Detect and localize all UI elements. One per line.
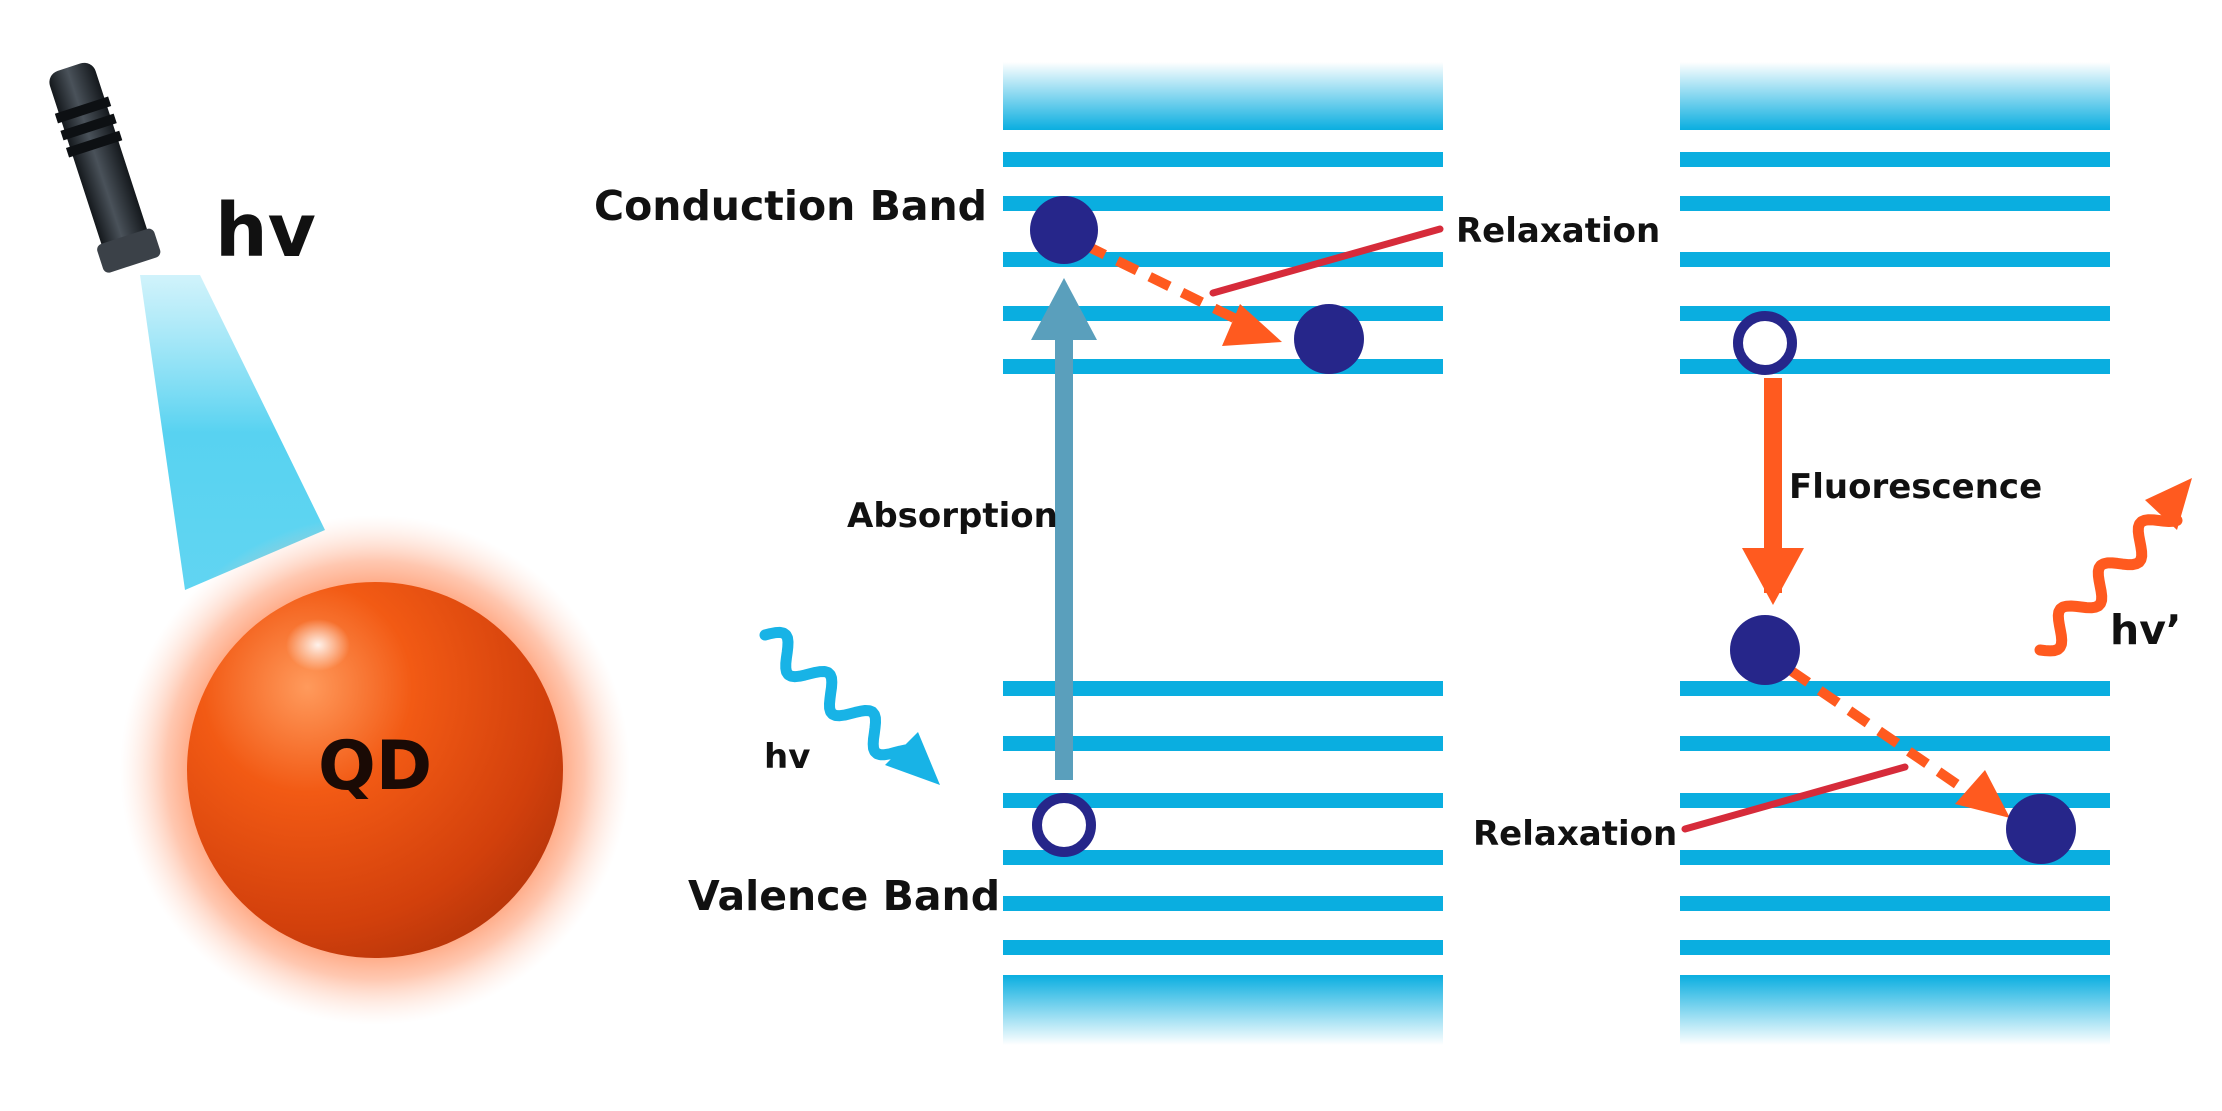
- valence-band-label: Valence Band: [688, 872, 1001, 920]
- valence-level-right-5: [1680, 896, 2110, 911]
- flashlight-ring-1: [54, 96, 112, 124]
- hv-emitted-label: hv’: [2110, 606, 2182, 654]
- band-edge-bottom-right: [1680, 975, 2110, 1045]
- relaxation-pointer-bottom: [1681, 763, 1909, 833]
- electron-relaxed: [1294, 304, 1364, 374]
- fluorescence-arrow-head: [1742, 548, 1804, 605]
- photon-wave-icon: [759, 626, 920, 761]
- relaxation-bottom-label: Relaxation: [1473, 814, 1678, 854]
- hv-top-label: hv: [215, 188, 316, 274]
- electron-after-emission: [1730, 615, 1800, 685]
- fluorescence-arrow-shaft: [1764, 378, 1782, 593]
- absorption-label: Absorption: [847, 496, 1058, 536]
- hv-incoming-label: hv: [764, 737, 811, 777]
- valence-level-right-4: [1680, 850, 2110, 865]
- conduction-band-label: Conduction Band: [594, 182, 988, 230]
- band-edge-bottom-left: [1003, 975, 1443, 1045]
- valence-level-left-1: [1003, 681, 1443, 696]
- relaxation-arrowhead-bottom: [1955, 770, 2010, 818]
- relaxation-path-bottom: [1787, 665, 1983, 805]
- absorption-arrow-head: [1031, 278, 1097, 340]
- flashlight-ring-3: [65, 130, 123, 158]
- valence-level-right-6: [1680, 940, 2110, 955]
- qd-highlight: [286, 619, 350, 671]
- relaxation-top-label: Relaxation: [1456, 211, 1661, 251]
- valence-level-left-4: [1003, 850, 1443, 865]
- conduction-level-right-3: [1680, 252, 2110, 267]
- emitted-photon-arrowhead: [2145, 478, 2192, 530]
- valence-level-left-2: [1003, 736, 1443, 751]
- absorption-arrow-shaft: [1055, 330, 1073, 780]
- relaxation-path-top: [1082, 240, 1241, 325]
- valence-level-left-5: [1003, 896, 1443, 911]
- conduction-level-right-2: [1680, 196, 2110, 211]
- conduction-level-left-2: [1003, 196, 1443, 211]
- conduction-level-left-1: [1003, 152, 1443, 167]
- flashlight-head: [97, 228, 161, 273]
- conduction-level-right-4: [1680, 306, 2110, 321]
- qd-sphere: [187, 582, 563, 958]
- valence-level-left-3: [1003, 793, 1443, 808]
- relaxation-pointer-top: [1209, 225, 1444, 297]
- electron-excited: [1030, 196, 1098, 264]
- band-edge-top-left: [1003, 62, 1443, 130]
- photon-wave-arrowhead: [885, 732, 940, 785]
- valence-level-left-6: [1003, 940, 1443, 955]
- flashlight-icon: [49, 62, 161, 273]
- flashlight-ring-2: [60, 113, 117, 141]
- relaxation-arrowhead-top: [1222, 304, 1282, 346]
- qd-label: QD: [318, 727, 433, 806]
- hole-conduction: [1733, 311, 1797, 375]
- emitted-photon-wave-icon: [2034, 514, 2183, 657]
- conduction-level-right-1: [1680, 152, 2110, 167]
- valence-level-right-1: [1680, 681, 2110, 696]
- fluorescence-label: Fluorescence: [1789, 467, 2043, 507]
- electron-ground: [2006, 794, 2076, 864]
- light-beam: [140, 275, 325, 590]
- hole-valence: [1032, 793, 1096, 857]
- band-edge-top-right: [1680, 62, 2110, 130]
